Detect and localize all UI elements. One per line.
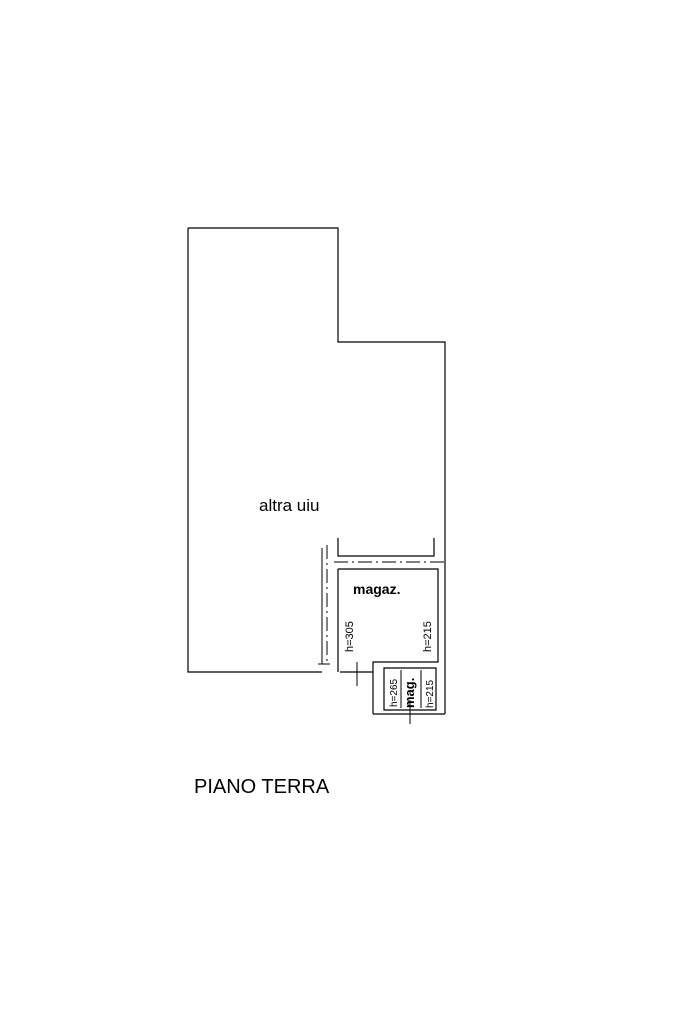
storage-small-room <box>383 667 437 711</box>
label-storage-small: mag. <box>402 678 417 708</box>
plan-title: PIANO TERRA <box>194 776 330 798</box>
label-height-main-right: h=215 <box>422 621 434 652</box>
storage-small-divider <box>400 670 422 708</box>
outer-wall-left <box>187 228 322 673</box>
outer-wall-outline <box>188 227 446 560</box>
label-height-small-left: h=265 <box>389 678 400 707</box>
storage-main-room <box>337 568 439 714</box>
label-other-unit: altra uiu <box>259 496 319 515</box>
label-storage-main: magaz. <box>353 581 400 597</box>
label-height-small-right: h=215 <box>425 679 436 708</box>
label-height-main-left: h=305 <box>344 621 356 652</box>
storage-top-wall-inner <box>337 538 435 557</box>
